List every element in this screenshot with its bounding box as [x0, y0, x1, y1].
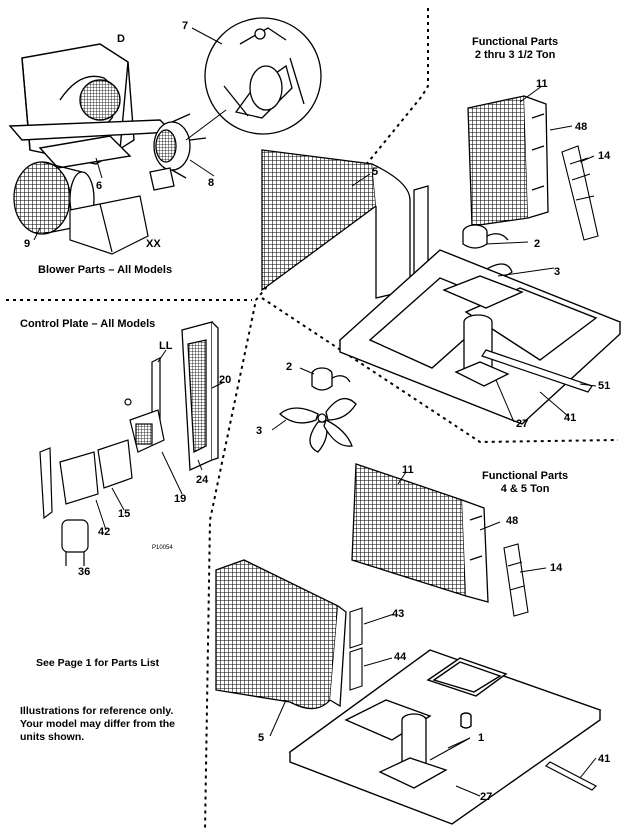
- callout-8: 8: [208, 177, 215, 189]
- callout-48-large: 48: [506, 515, 519, 527]
- large-accessory-rod: [544, 761, 598, 791]
- functional-small-title-line-1: Functional Parts: [472, 36, 559, 48]
- callout-14-large: 14: [550, 562, 563, 574]
- large-compressor: [378, 713, 448, 789]
- callout-41-small: 41: [564, 412, 577, 424]
- leader-lines: [33, 27, 597, 797]
- callout-36: 36: [78, 566, 91, 578]
- reference-note-line-2: Your model may differ from the: [20, 718, 175, 730]
- blower-caption: Blower Parts – All Models: [38, 264, 173, 276]
- small-compressor: [454, 314, 510, 387]
- callout-5-small: 5: [372, 166, 379, 178]
- figure-code: P10054: [152, 545, 173, 551]
- blower-mount-plate: [69, 195, 149, 255]
- callout-2-loose: 2: [286, 361, 293, 373]
- control-components: [39, 357, 165, 566]
- callout-d: D: [117, 33, 125, 45]
- callout-3-loose: 3: [256, 425, 263, 437]
- callout-7: 7: [182, 20, 189, 32]
- divider-left-column: [204, 8, 429, 831]
- loose-fan-blade: [279, 397, 357, 453]
- functional-small-title: Functional Parts 2 thru 3 1/2 Ton: [472, 36, 558, 62]
- callout-42: 42: [98, 526, 111, 538]
- functional-large-title-line-2: 4 & 5 Ton: [500, 483, 550, 495]
- callout-14-small: 14: [598, 150, 611, 162]
- small-control-box: [561, 145, 599, 241]
- callout-ll: LL: [159, 340, 173, 352]
- callout-11-small: 11: [536, 78, 548, 90]
- large-base-pan: [288, 649, 602, 825]
- functional-small-title-line-2: 2 thru 3 1/2 Ton: [474, 49, 556, 61]
- callout-41-large: 41: [598, 753, 611, 765]
- divider-small-large: [261, 297, 619, 444]
- small-condenser-coil: [467, 95, 549, 227]
- reference-note-line-3: units shown.: [20, 731, 85, 743]
- callout-6: 6: [96, 180, 103, 192]
- callout-48-small: 48: [575, 121, 588, 133]
- control-caption: Control Plate – All Models: [20, 318, 156, 330]
- reference-note-line-1: Illustrations for reference only.: [20, 705, 174, 717]
- callout-11-large: 11: [402, 464, 414, 476]
- loose-fan-motor: [311, 367, 351, 391]
- parts-list-note: See Page 1 for Parts List: [36, 657, 160, 669]
- callout-44: 44: [394, 651, 407, 663]
- small-accessory-rod: [481, 349, 593, 393]
- callout-24: 24: [196, 474, 209, 486]
- callout-xx: XX: [146, 238, 161, 250]
- section-dividers: [6, 8, 619, 831]
- small-fan-motor: [462, 224, 509, 249]
- callout-27-small: 27: [516, 418, 529, 430]
- callout-5-large: 5: [258, 732, 265, 744]
- callout-19: 19: [174, 493, 187, 505]
- functional-large-title: Functional Parts 4 & 5 Ton: [482, 470, 568, 496]
- callout-9: 9: [24, 238, 31, 250]
- callout-3-small: 3: [554, 266, 561, 278]
- callout-1: 1: [478, 732, 485, 744]
- large-control-box: [503, 543, 529, 617]
- callout-27-large: 27: [480, 791, 493, 803]
- capacitor-bracket-detail: [185, 17, 322, 141]
- functional-large-title-line-1: Functional Parts: [482, 470, 569, 482]
- callout-51: 51: [598, 380, 611, 392]
- large-side-brackets: [349, 607, 363, 691]
- callout-43: 43: [392, 608, 405, 620]
- blower-motor: [149, 113, 207, 191]
- callout-2-small: 2: [534, 238, 541, 250]
- callout-15: 15: [118, 508, 131, 520]
- callout-20: 20: [219, 374, 232, 386]
- control-plate: [181, 321, 219, 471]
- reference-note: Illustrations for reference only. Your m…: [20, 705, 206, 744]
- large-condenser-coil: [351, 463, 489, 603]
- blower-housing: [8, 43, 174, 169]
- small-wrap-grille: [261, 149, 429, 299]
- large-wrap-grille: [215, 559, 347, 710]
